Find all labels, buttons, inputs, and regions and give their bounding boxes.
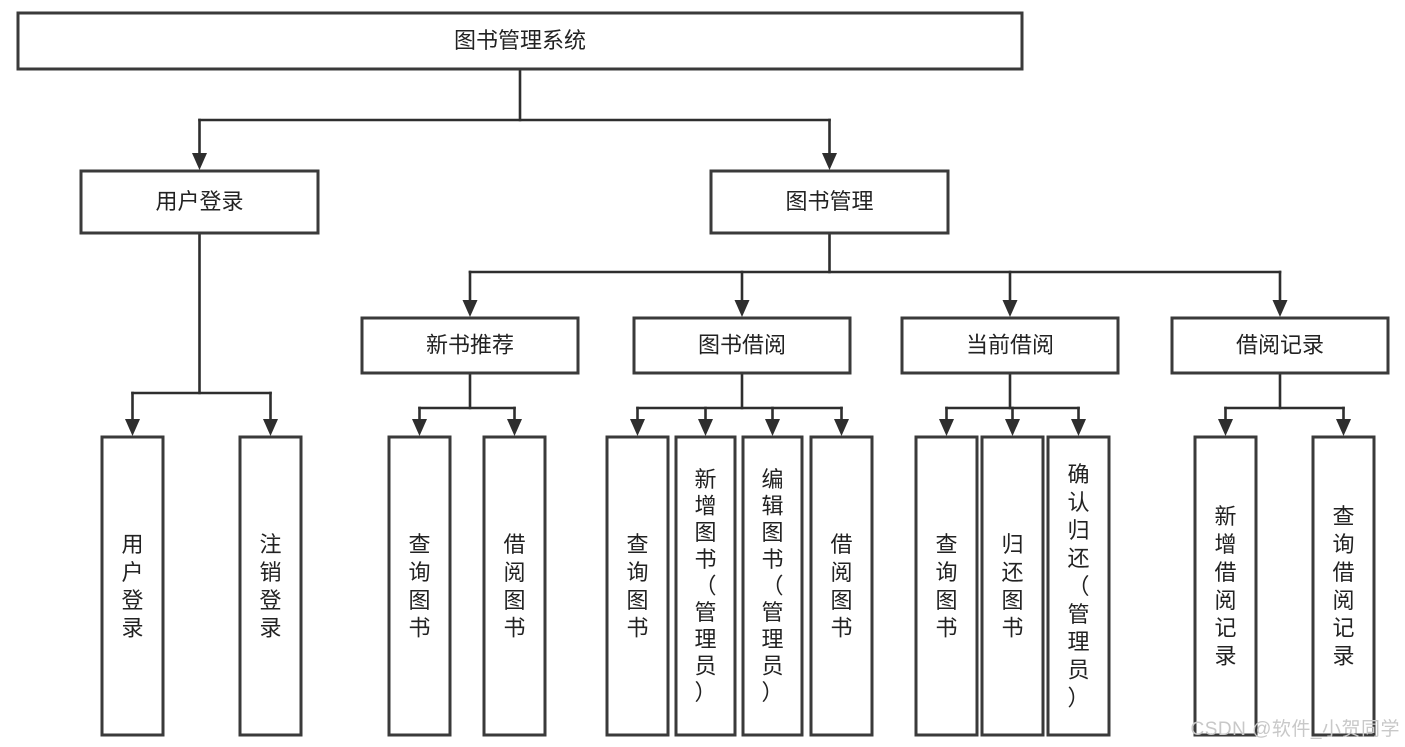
arrow-head-icon bbox=[698, 419, 713, 436]
node-label-new-book-recommend: 新书推荐 bbox=[426, 332, 514, 357]
arrow-head-icon bbox=[834, 419, 849, 436]
node-box-leaf-user-login[interactable] bbox=[100, 435, 165, 737]
arrow-head-icon bbox=[822, 153, 837, 170]
arrow-head-icon bbox=[125, 419, 140, 436]
arrow-head-icon bbox=[734, 300, 750, 317]
node-box-leaf-query-book-1[interactable] bbox=[387, 435, 452, 737]
arrow-head-icon bbox=[507, 419, 522, 436]
node-box-leaf-query-book-2[interactable] bbox=[605, 435, 670, 737]
arrow-head-icon bbox=[263, 419, 278, 436]
node-leaf-logout-login[interactable]: 注销登录 bbox=[238, 435, 303, 737]
node-label-leaf-query-borrow-record: 查询借阅记录 bbox=[1332, 504, 1354, 669]
arrow-head-icon bbox=[192, 153, 207, 170]
node-label-leaf-borrow-book-1: 借阅图书 bbox=[503, 532, 525, 641]
arrow-head-icon bbox=[939, 419, 954, 436]
node-label-leaf-add-book-admin: 新增图书（管理员） bbox=[694, 467, 716, 705]
arrow-head-icon bbox=[1005, 419, 1020, 436]
node-leaf-borrow-book-2[interactable]: 借阅图书 bbox=[809, 435, 874, 737]
node-leaf-confirm-return-admin[interactable]: 确认归还（管理员） bbox=[1046, 435, 1111, 737]
node-label-leaf-return-book: 归还图书 bbox=[1001, 532, 1023, 641]
edge-group-borrow-record bbox=[1218, 371, 1351, 436]
edge-group-new-book-recommend bbox=[412, 371, 522, 436]
arrow-head-icon bbox=[1071, 419, 1086, 436]
arrow-head-icon bbox=[1336, 419, 1351, 436]
node-root[interactable]: 图书管理系统 bbox=[16, 11, 1024, 71]
arrow-head-icon bbox=[1002, 300, 1018, 317]
node-leaf-query-book-1[interactable]: 查询图书 bbox=[387, 435, 452, 737]
node-label-borrow-record: 借阅记录 bbox=[1236, 332, 1324, 357]
edge-group-current-borrow bbox=[939, 371, 1086, 436]
arrow-head-icon bbox=[462, 300, 478, 317]
node-leaf-user-login[interactable]: 用户登录 bbox=[100, 435, 165, 737]
node-book-borrow[interactable]: 图书借阅 bbox=[632, 316, 852, 375]
node-box-new-book-recommend[interactable] bbox=[360, 316, 580, 375]
node-label-leaf-query-book-2: 查询图书 bbox=[626, 532, 648, 641]
node-label-book-manage: 图书管理 bbox=[785, 189, 873, 214]
node-box-leaf-confirm-return-admin[interactable] bbox=[1046, 435, 1111, 737]
node-label-leaf-query-book-1: 查询图书 bbox=[408, 532, 430, 641]
node-label-leaf-edit-book-admin: 编辑图书（管理员） bbox=[761, 467, 783, 705]
edge-group-book-borrow bbox=[630, 371, 849, 436]
node-leaf-add-borrow-record[interactable]: 新增借阅记录 bbox=[1193, 435, 1258, 737]
node-box-leaf-query-borrow-record[interactable] bbox=[1311, 435, 1376, 737]
node-label-leaf-user-login: 用户登录 bbox=[121, 532, 143, 641]
node-box-leaf-add-book-admin[interactable] bbox=[674, 435, 737, 737]
node-box-leaf-return-book[interactable] bbox=[980, 435, 1045, 737]
edge-group-user-login bbox=[125, 231, 278, 436]
arrow-head-icon bbox=[1272, 300, 1288, 317]
node-box-leaf-logout-login[interactable] bbox=[238, 435, 303, 737]
node-new-book-recommend[interactable]: 新书推荐 bbox=[360, 316, 580, 375]
node-label-leaf-query-book-3: 查询图书 bbox=[935, 532, 957, 641]
csdn-watermark: CSDN @软件_小贺同学 bbox=[1190, 719, 1400, 740]
node-current-borrow[interactable]: 当前借阅 bbox=[900, 316, 1120, 375]
node-box-leaf-edit-book-admin[interactable] bbox=[741, 435, 804, 737]
node-user-login[interactable]: 用户登录 bbox=[79, 169, 320, 235]
node-box-book-borrow[interactable] bbox=[632, 316, 852, 375]
node-label-leaf-borrow-book-2: 借阅图书 bbox=[830, 532, 852, 641]
node-leaf-query-borrow-record[interactable]: 查询借阅记录 bbox=[1311, 435, 1376, 737]
node-box-current-borrow[interactable] bbox=[900, 316, 1120, 375]
arrow-head-icon bbox=[412, 419, 427, 436]
node-borrow-record[interactable]: 借阅记录 bbox=[1170, 316, 1390, 375]
edge-group-book-manage bbox=[462, 231, 1288, 317]
node-leaf-return-book[interactable]: 归还图书 bbox=[980, 435, 1045, 737]
node-label-user-login: 用户登录 bbox=[155, 189, 243, 214]
node-label-leaf-add-borrow-record: 新增借阅记录 bbox=[1214, 504, 1236, 669]
arrow-head-icon bbox=[1218, 419, 1233, 436]
node-label-leaf-confirm-return-admin: 确认归还（管理员） bbox=[1067, 462, 1089, 711]
node-label-book-borrow: 图书借阅 bbox=[698, 332, 786, 357]
node-box-book-manage[interactable] bbox=[709, 169, 950, 235]
node-leaf-edit-book-admin[interactable]: 编辑图书（管理员） bbox=[741, 435, 804, 737]
node-box-root[interactable] bbox=[16, 11, 1024, 71]
node-box-leaf-borrow-book-1[interactable] bbox=[482, 435, 547, 737]
node-leaf-borrow-book-1[interactable]: 借阅图书 bbox=[482, 435, 547, 737]
node-book-manage[interactable]: 图书管理 bbox=[709, 169, 950, 235]
edge-group-root bbox=[192, 67, 837, 170]
node-leaf-query-book-2[interactable]: 查询图书 bbox=[605, 435, 670, 737]
node-box-user-login[interactable] bbox=[79, 169, 320, 235]
arrow-head-icon bbox=[630, 419, 645, 436]
connector-layer bbox=[125, 67, 1351, 436]
node-leaf-query-book-3[interactable]: 查询图书 bbox=[914, 435, 979, 737]
node-leaf-add-book-admin[interactable]: 新增图书（管理员） bbox=[674, 435, 737, 737]
node-box-leaf-borrow-book-2[interactable] bbox=[809, 435, 874, 737]
node-label-current-borrow: 当前借阅 bbox=[966, 332, 1054, 357]
node-box-borrow-record[interactable] bbox=[1170, 316, 1390, 375]
node-box-leaf-query-book-3[interactable] bbox=[914, 435, 979, 737]
node-label-root: 图书管理系统 bbox=[454, 28, 586, 53]
node-label-leaf-logout-login: 注销登录 bbox=[259, 532, 281, 641]
node-box-leaf-add-borrow-record[interactable] bbox=[1193, 435, 1258, 737]
node-layer: 图书管理系统用户登录图书管理新书推荐图书借阅当前借阅借阅记录用户登录注销登录查询… bbox=[16, 11, 1390, 737]
arrow-head-icon bbox=[765, 419, 780, 436]
